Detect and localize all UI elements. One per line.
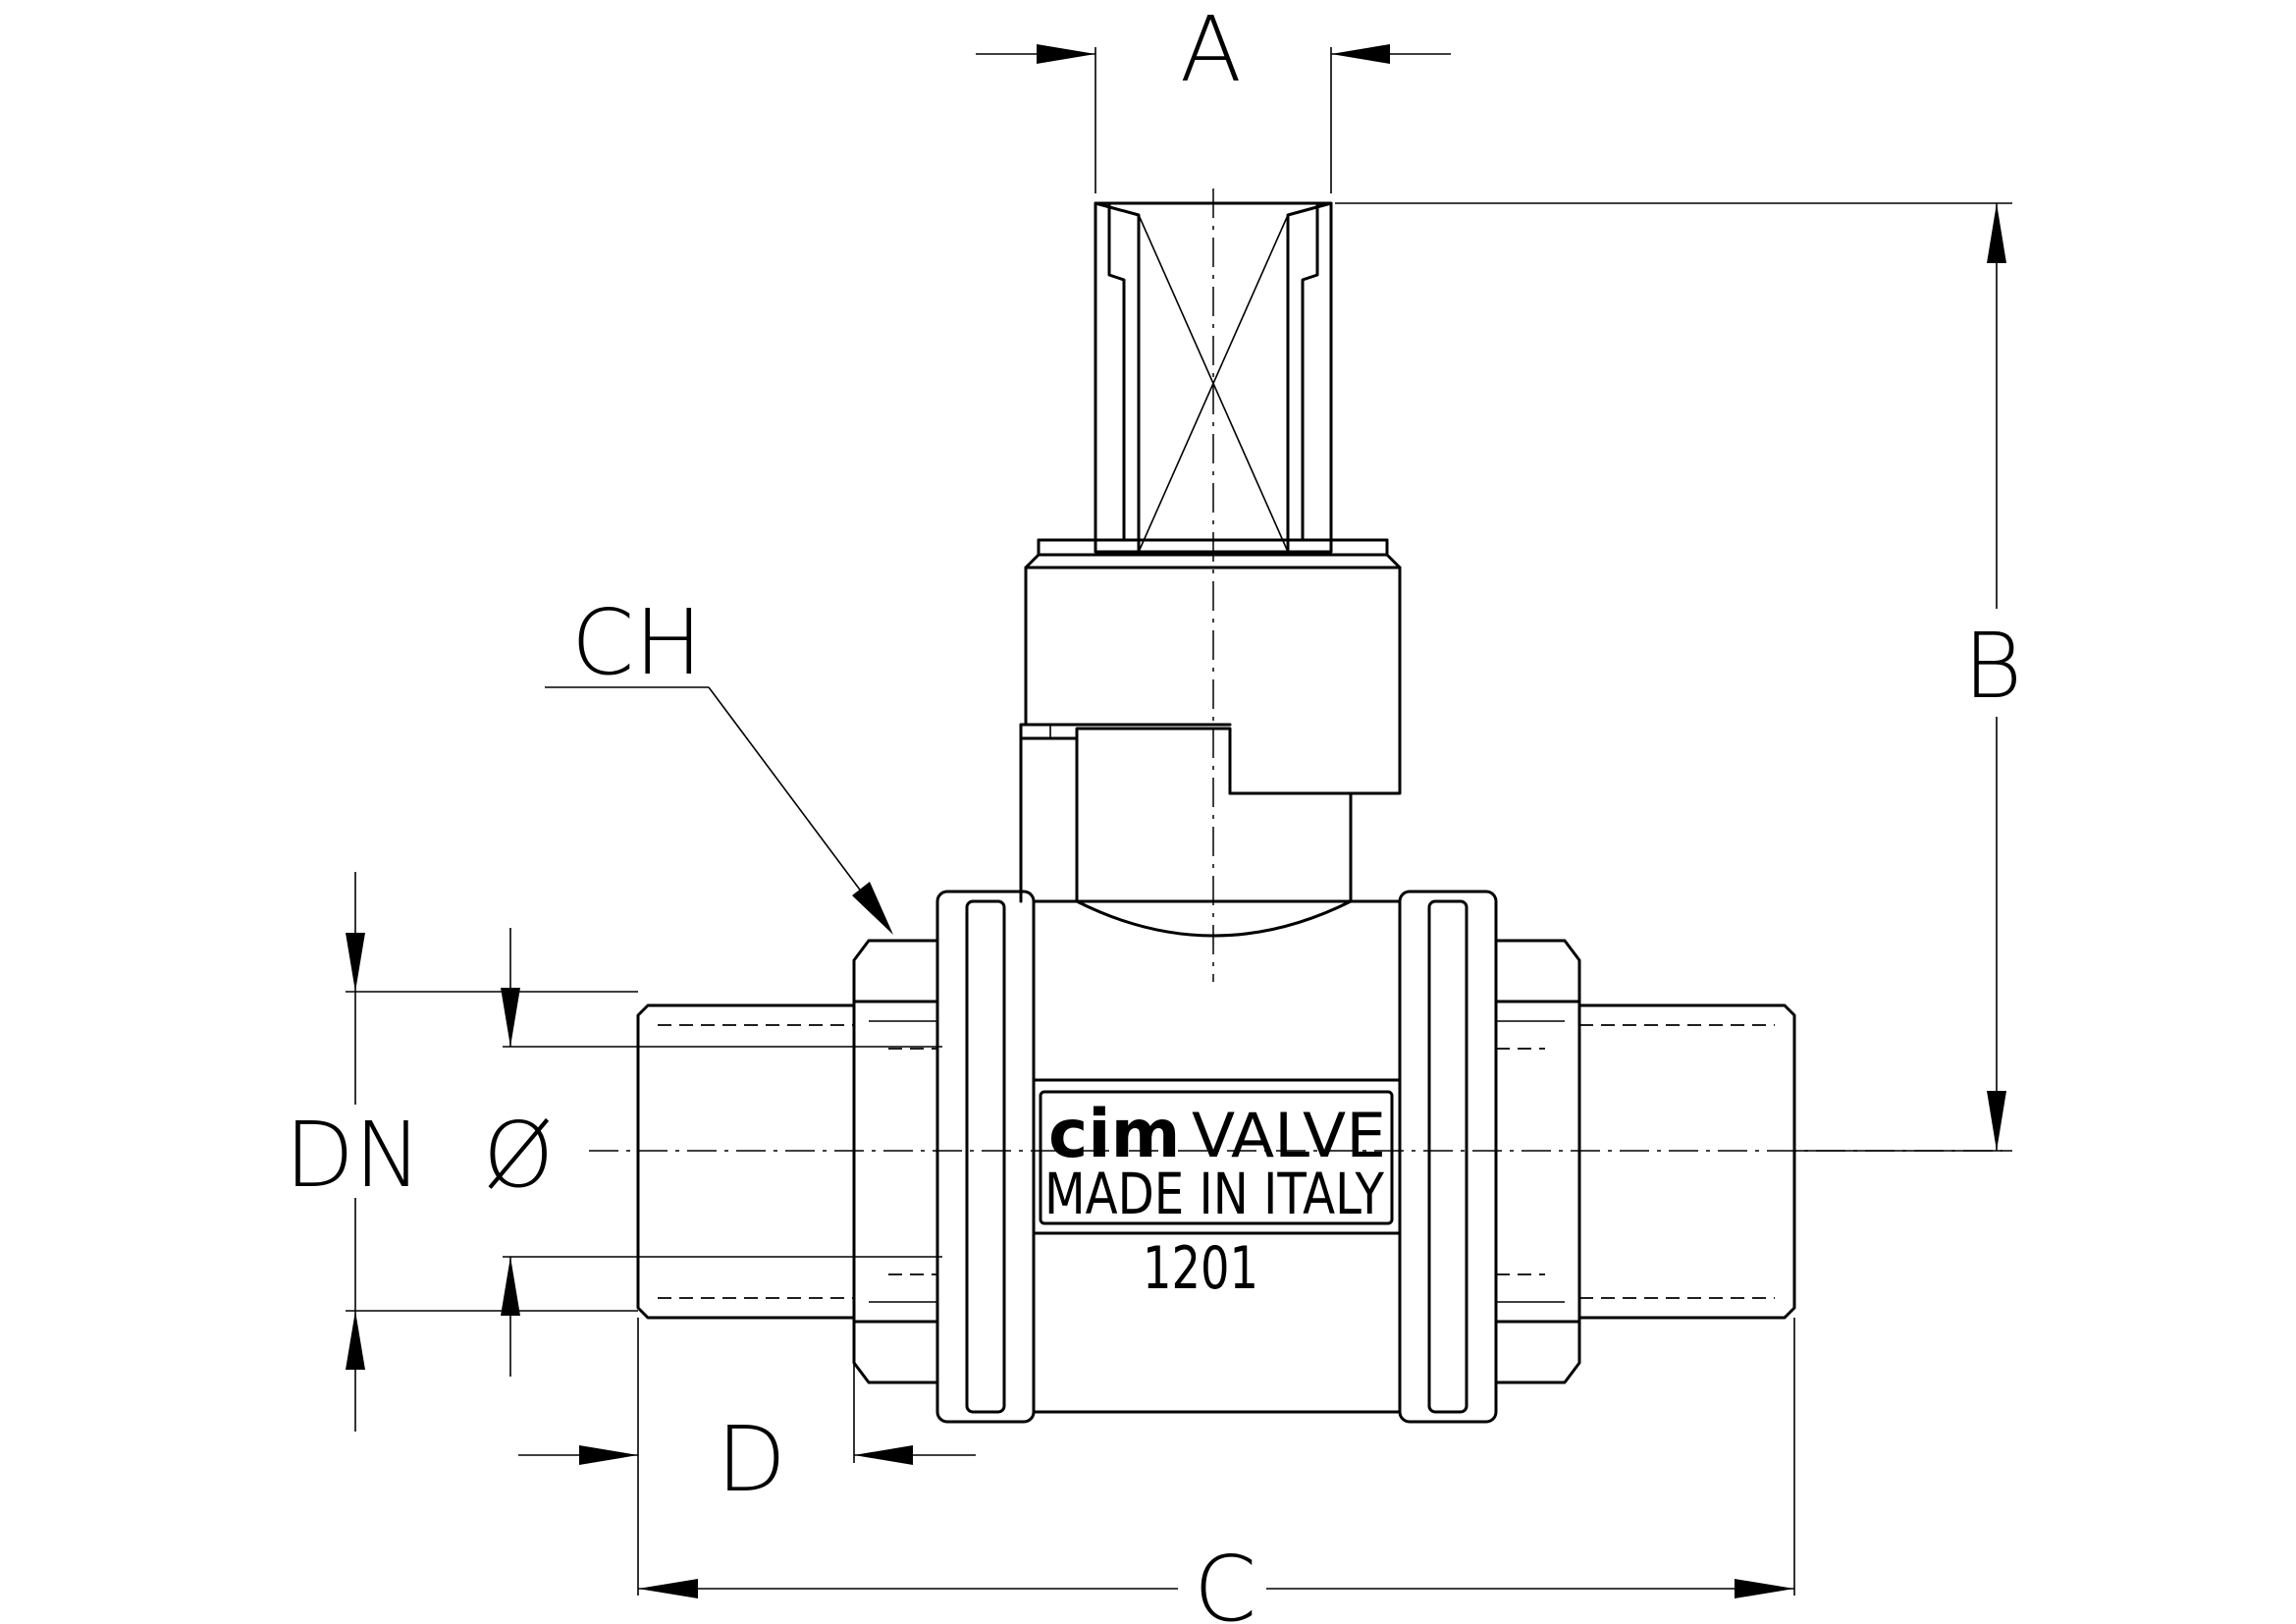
brand-logo: cim (1048, 1096, 1180, 1173)
dimension-dn-label: DN (285, 1103, 422, 1208)
dimension-a: A (976, 0, 1451, 193)
left-hex-nut (852, 939, 939, 1384)
right-flange (1398, 890, 1498, 1424)
marking-plate (1039, 1090, 1394, 1225)
dimension-ch: CH (545, 590, 893, 935)
dimension-c: C (637, 1318, 1795, 1624)
dimension-ch-label: CH (571, 590, 702, 695)
dimension-c-label: C (1194, 1537, 1256, 1624)
left-flange (935, 890, 1036, 1424)
dimension-dn: DN (285, 872, 638, 1432)
dimension-d-label: D (717, 1407, 786, 1512)
center-lines (589, 189, 2002, 1152)
dimension-diameter-label: Ø (483, 1103, 554, 1208)
right-hex-nut (1494, 939, 1581, 1384)
central-body (1032, 899, 1402, 1414)
valve-body: cim VALVE MADE IN ITALY 1201 (636, 201, 1796, 1424)
dimension-a-label: A (1180, 0, 1242, 102)
stem-neck (1019, 723, 1353, 938)
dimension-diameter: Ø (483, 928, 942, 1377)
left-threaded-end (636, 1003, 856, 1320)
origin-marking: MADE IN ITALY (1044, 1161, 1384, 1227)
model-number: 1201 (1143, 1234, 1258, 1303)
dimension-b-label: B (1963, 614, 2022, 719)
body-markings: cim VALVE MADE IN ITALY 1201 (1044, 1096, 1386, 1303)
right-threaded-end (1577, 1003, 1796, 1320)
dimension-d: D (518, 1347, 976, 1512)
dimension-b: B (1335, 202, 2022, 1152)
brand-suffix: VALVE (1192, 1100, 1386, 1171)
